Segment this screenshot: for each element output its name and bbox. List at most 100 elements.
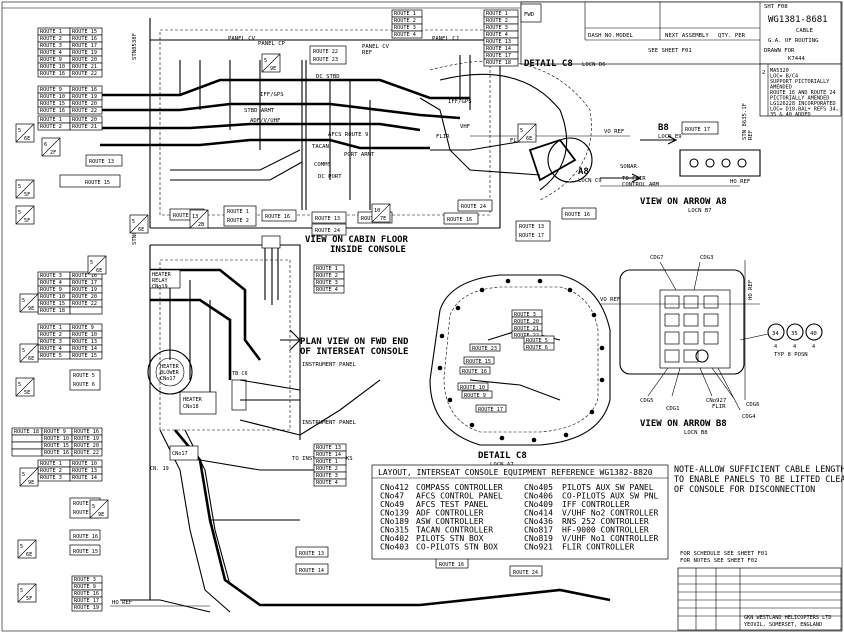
route-cell-label: ROUTE 22 (72, 71, 97, 77)
company-name: GKN WESTLAND HELICOPTERS LTD (744, 615, 831, 621)
route-cell-label: ROUTE 4 (40, 346, 62, 352)
bubble-bottom: 9E (270, 66, 276, 72)
route-cell-label: ROUTE 1 (40, 461, 62, 467)
route-cell-label: ROUTE 4 (316, 480, 338, 486)
title-line2: G.A. OF ROUTING (768, 38, 819, 44)
ref-40-sub: 4 (812, 344, 815, 350)
svg-text:AMENDED: AMENDED (770, 85, 792, 91)
route-cell-label: ROUTE 19 (72, 287, 97, 293)
route-cell-label: ROUTE 2 (486, 18, 508, 24)
cn17-label: CNo17 (172, 451, 188, 457)
cn927-flir: FLIR (712, 404, 726, 410)
route-cell (523, 342, 555, 351)
route-cell-label: ROUTE 21 (72, 64, 97, 70)
heater-blower-cn: CNo17 (160, 376, 176, 382)
legend-desc: ASW CONTROLLER (416, 517, 484, 526)
route-cell-label: ROUTE 17 (74, 598, 99, 604)
sonar-label: SONAR (620, 164, 637, 170)
panel-cv-ref-label: PANEL CV (362, 44, 390, 50)
title-line1: CABLE (796, 28, 813, 34)
cdg5-label: CDG5 (640, 398, 653, 404)
fwd-logo: FWD (524, 12, 535, 18)
route-cell-label: ROUTE 10 (40, 64, 65, 70)
route-cell (69, 106, 103, 115)
route-cell-label: ROUTE 20 (72, 294, 97, 300)
iff-gps-label-right: IFF/GPS (448, 99, 472, 105)
route-cell (475, 404, 507, 413)
detail-route-label: ROUTE 20 (514, 319, 539, 325)
plan-view-title: PLAN VIEW ON FWD END (300, 337, 409, 347)
route-13-upper: ROUTE 13 (89, 159, 114, 165)
legend-desc: CO-PILOTS AUX SW PNL (562, 492, 659, 501)
route-cell-label: ROUTE 2 (394, 18, 416, 24)
route-5-lower2: ROUTE 5 (73, 501, 95, 507)
route-cell-label: ROUTE 3 (316, 280, 338, 286)
route-cell-label: ROUTE 14 (72, 475, 97, 481)
bubble-bottom: 5F (24, 192, 30, 198)
svg-text:MA5320: MA5320 (770, 68, 789, 74)
dc-stbd-label: DC STBD (316, 74, 340, 80)
route-cell-label: ROUTE 3 (40, 43, 62, 49)
route-cell-label: ROUTE 16 (44, 450, 69, 456)
legend-desc: AFCS CONTROL PANEL (416, 492, 503, 501)
bubble-top: 5 (264, 58, 267, 64)
route-cell-label: ROUTE 3 (40, 475, 62, 481)
legend-ref: CNo817 (524, 526, 553, 535)
route-17-upper2: ROUTE 17 (519, 233, 544, 239)
view-arrow-a8-loc: LOCN B7 (688, 208, 712, 214)
route-cell-label: ROUTE 22 (72, 301, 97, 307)
route-cell (459, 366, 491, 375)
bubble-bottom: 6E (138, 227, 144, 233)
route-24-upper2: ROUTE 24 (461, 204, 486, 210)
cdg1-label: CDG1 (666, 406, 679, 412)
ho-ref-label-b8: HO REF (748, 279, 754, 300)
typ-8-posn: TYP 8 POSN (774, 352, 808, 358)
route-cell-label: ROUTE 4 (486, 32, 508, 38)
route-13-upper2: ROUTE 13 (315, 216, 340, 222)
route-cell-label: ROUTE 16 (74, 429, 99, 435)
plan-view-fwd-end (110, 235, 611, 613)
note-line3: OF CONSOLE FOR DISCONNECTION (674, 484, 815, 494)
route-cell-label: ROUTE 15 (72, 29, 97, 35)
heater-relay-label: HEATER (152, 272, 172, 278)
b8-marker: B8 (658, 123, 669, 133)
svg-text:LOC= D10,BAL+ REFS 34,: LOC= D10,BAL+ REFS 34, (770, 107, 839, 113)
route-cell-label: ROUTE 9 (40, 287, 62, 293)
comms-label: COMMS (314, 162, 331, 168)
bubble-bottom: 5F (26, 596, 32, 602)
flir-label-right: FLIR (510, 138, 524, 144)
route-cell-label: ROUTE 16 (40, 108, 65, 114)
detail-route-label: ROUTE 16 (462, 369, 487, 375)
route-cell-label: ROUTE 9 (74, 584, 96, 590)
route-cell-label: ROUTE 16 (72, 273, 97, 279)
legend-desc: PILOTS STN BOX (416, 534, 484, 543)
route-cell-label: ROUTE 1 (486, 11, 508, 17)
bubble-bottom: 9E (28, 306, 34, 312)
schedule-note-1: FOR SCHEDULE SEE SHEET F01 (680, 551, 768, 557)
bubble-bottom: 2B (198, 222, 204, 228)
route-cell (69, 473, 103, 482)
heater-blower-sub: BLOWER (160, 370, 180, 376)
view-arrow-b8-title: VIEW ON ARROW B8 (640, 419, 727, 429)
bubble-top: 5 (20, 544, 23, 550)
route-22-top: ROUTE 22 (313, 49, 338, 55)
drawn-for-label: DRAWN FOR (764, 48, 795, 54)
svg-text:SUPPORT PICTORIALLY: SUPPORT PICTORIALLY (770, 79, 830, 85)
route-cell-label: ROUTE 20 (74, 443, 99, 449)
route-cell-label: ROUTE 2 (316, 466, 338, 472)
route-singles-upper: ROUTE 13 ROUTE 15 ROUTE 16 ROUTE 1 ROUTE… (59, 45, 597, 242)
route-cell-label: ROUTE 3 (40, 339, 62, 345)
legend-desc: RNS 252 CONTROLLER (562, 517, 649, 526)
legend-desc: V/UHF No1 CONTROLLER (562, 534, 659, 543)
route-16-lower: ROUTE 16 (73, 534, 98, 540)
cdg7-label: CDG7 (650, 255, 663, 261)
legend-desc: TACAN CONTROLLER (416, 526, 493, 535)
panel-cv-ref-sub: REF (362, 50, 373, 56)
bubble-top: 5 (18, 184, 21, 190)
route-cell (463, 356, 495, 365)
